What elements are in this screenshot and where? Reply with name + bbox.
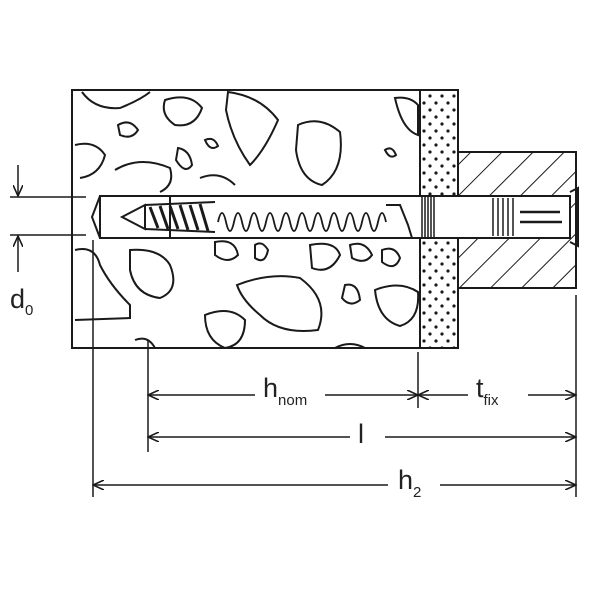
svg-text:h2: h2 [398,465,421,501]
frame-anchor [90,186,579,248]
concrete-base [71,89,421,350]
svg-text:d0: d0 [10,284,33,319]
svg-text:hnom: hnom [263,373,307,409]
l-label: l [358,419,364,449]
svg-text:l: l [358,419,364,449]
t-fix-label: t [476,373,484,403]
h-nom-label: h [263,373,278,403]
h2-label: h [398,465,413,495]
d0-label: d [10,284,25,314]
svg-text:tfix: tfix [476,373,499,409]
d0-dimension [10,165,86,272]
